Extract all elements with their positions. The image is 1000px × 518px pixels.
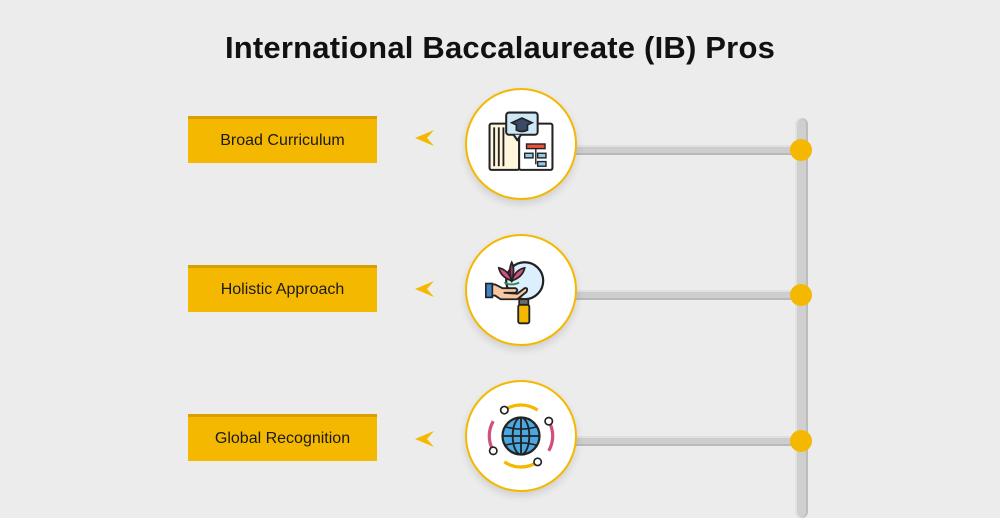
globe-cycle-icon xyxy=(487,403,555,469)
arrow-left-icon xyxy=(415,130,434,146)
item-icon-circle-1 xyxy=(465,88,577,200)
item-label-holistic-approach: Holistic Approach xyxy=(188,265,377,312)
connector-dot-3 xyxy=(790,430,812,452)
arrow-left-icon xyxy=(415,431,434,447)
item-icon-circle-3 xyxy=(465,380,577,492)
item-icon-circle-2 xyxy=(465,234,577,346)
branch-line-2 xyxy=(570,290,802,300)
branch-line-3 xyxy=(570,436,802,446)
hand-lotus-magnifier-icon xyxy=(485,260,545,325)
vertical-connector-line xyxy=(795,118,808,518)
book-graduation-cap-icon xyxy=(488,111,554,171)
page-title: International Baccalaureate (IB) Pros xyxy=(224,30,776,65)
connector-dot-1 xyxy=(790,139,812,161)
item-label-global-recognition: Global Recognition xyxy=(188,414,377,461)
connector-dot-2 xyxy=(790,284,812,306)
branch-line-1 xyxy=(570,145,802,155)
arrow-left-icon xyxy=(415,281,434,297)
item-label-broad-curriculum: Broad Curriculum xyxy=(188,116,377,163)
